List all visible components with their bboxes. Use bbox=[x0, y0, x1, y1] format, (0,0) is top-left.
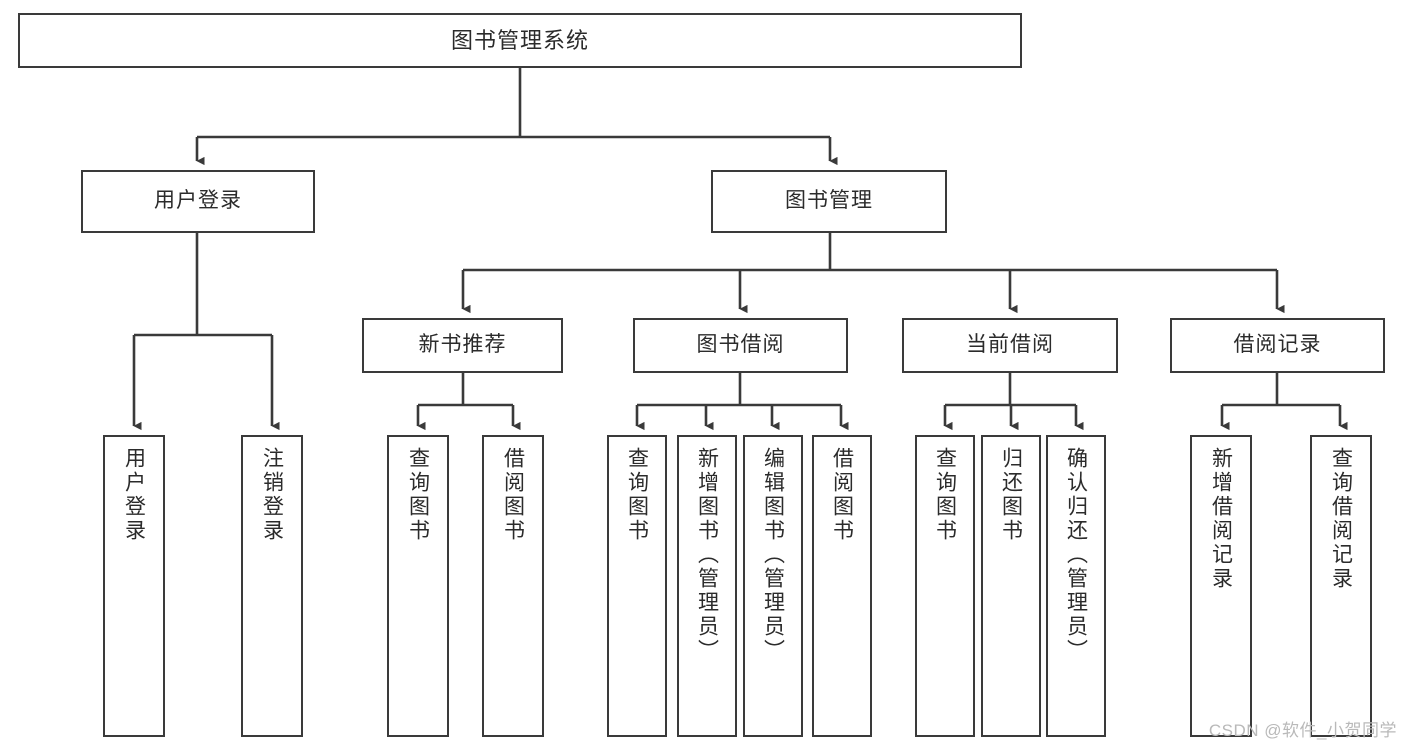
node-root-system[interactable]: 图书管理系统 bbox=[18, 13, 1022, 68]
node-label: 借阅图书 bbox=[501, 447, 525, 543]
node-label: 查询图书 bbox=[406, 447, 430, 543]
leaf-user-login[interactable]: 用户登录 bbox=[103, 435, 165, 737]
node-label: 当前借阅 bbox=[966, 333, 1054, 357]
leaf-confirm-return[interactable]: 确认归还（管理员） bbox=[1046, 435, 1106, 737]
node-current-borrow[interactable]: 当前借阅 bbox=[902, 318, 1118, 373]
node-label: 确认归还（管理员） bbox=[1064, 447, 1088, 663]
node-label: 注销登录 bbox=[260, 447, 284, 543]
node-label: 查询图书 bbox=[933, 447, 957, 543]
node-label: 新书推荐 bbox=[418, 333, 507, 357]
node-label: 图书管理 bbox=[785, 189, 873, 213]
leaf-logout-login[interactable]: 注销登录 bbox=[241, 435, 303, 737]
node-label: 新增图书（管理员） bbox=[695, 447, 719, 663]
node-label: 新增借阅记录 bbox=[1209, 447, 1233, 591]
node-label: 借阅图书 bbox=[830, 447, 854, 543]
leaf-edit-book[interactable]: 编辑图书（管理员） bbox=[743, 435, 803, 737]
node-user-login[interactable]: 用户登录 bbox=[81, 170, 315, 233]
node-book-borrow[interactable]: 图书借阅 bbox=[633, 318, 848, 373]
node-label: 借阅记录 bbox=[1233, 333, 1322, 357]
node-label: 用户登录 bbox=[154, 189, 242, 213]
leaf-query-book-current[interactable]: 查询图书 bbox=[915, 435, 975, 737]
node-label: 归还图书 bbox=[999, 447, 1023, 543]
node-label: 用户登录 bbox=[122, 447, 146, 543]
node-label: 图书管理系统 bbox=[450, 27, 589, 53]
leaf-add-book[interactable]: 新增图书（管理员） bbox=[677, 435, 737, 737]
node-book-manage[interactable]: 图书管理 bbox=[711, 170, 947, 233]
leaf-query-borrow-record[interactable]: 查询借阅记录 bbox=[1310, 435, 1372, 737]
node-label: 图书借阅 bbox=[696, 333, 785, 357]
node-label: 查询图书 bbox=[625, 447, 649, 543]
leaf-borrow-book-recommend[interactable]: 借阅图书 bbox=[482, 435, 544, 737]
node-label: 查询借阅记录 bbox=[1329, 447, 1353, 591]
leaf-borrow-book[interactable]: 借阅图书 bbox=[812, 435, 872, 737]
node-label: 编辑图书（管理员） bbox=[761, 447, 785, 663]
leaf-return-book[interactable]: 归还图书 bbox=[981, 435, 1041, 737]
leaf-query-book-recommend[interactable]: 查询图书 bbox=[387, 435, 449, 737]
watermark-text: CSDN @软件_小贺同学 bbox=[1208, 721, 1397, 740]
node-new-book-recommend[interactable]: 新书推荐 bbox=[362, 318, 563, 373]
leaf-add-borrow-record[interactable]: 新增借阅记录 bbox=[1190, 435, 1252, 737]
node-borrow-record[interactable]: 借阅记录 bbox=[1170, 318, 1385, 373]
leaf-query-book-borrow[interactable]: 查询图书 bbox=[607, 435, 667, 737]
